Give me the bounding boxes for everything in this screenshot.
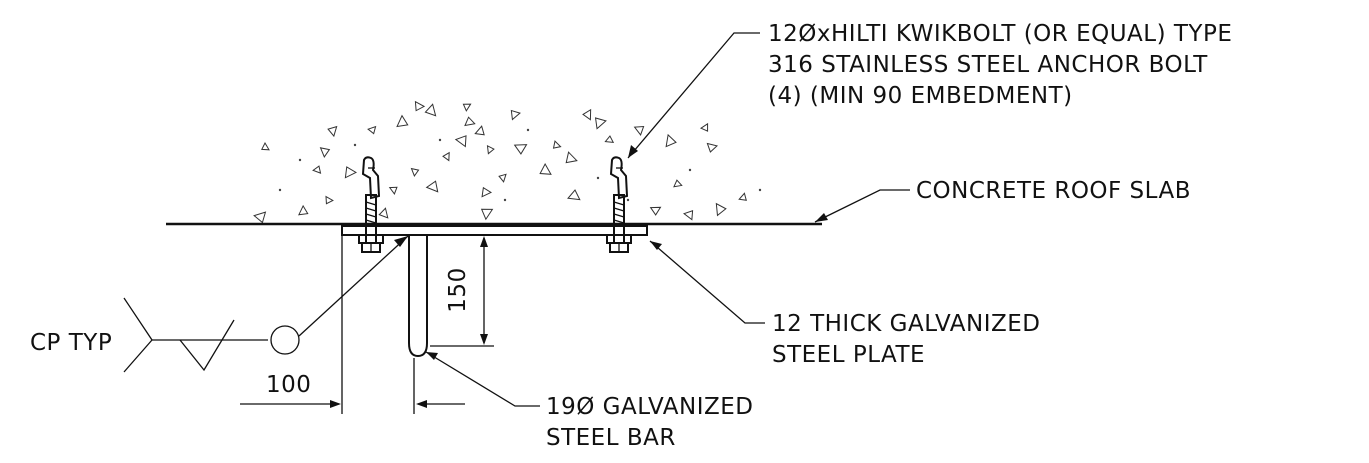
aggregate-mark	[454, 135, 467, 148]
aggregate-mark	[604, 135, 615, 143]
aggregate-mark	[480, 208, 494, 221]
aggregate-mark	[325, 195, 334, 205]
anchor-bolt-note-line-2: 316 STAINLESS STEEL ANCHOR BOLT	[768, 52, 1208, 78]
aggregate-mark	[464, 116, 476, 127]
aggregate-mark	[715, 202, 727, 217]
anchor-bolt-note-line-1: 12ØxHILTI KWIKBOLT (OR EQUAL) TYPE	[768, 21, 1232, 47]
aggregate-mark	[699, 122, 709, 132]
aggregate-mark	[367, 125, 377, 135]
aggregate-mark	[481, 186, 493, 198]
steel-bar	[408, 235, 428, 358]
anchor-bolt-leader	[627, 32, 760, 159]
aggregate-mark	[582, 108, 592, 121]
aggregate-mark	[319, 147, 331, 158]
aggregate-mark	[565, 151, 578, 164]
aggregate-mark	[474, 125, 485, 136]
aggregate-speck	[526, 128, 530, 132]
aggregate-mark	[424, 103, 437, 117]
cp-typ-label: CP TYP	[30, 330, 112, 356]
aggregate-mark	[442, 151, 450, 162]
edge-offset-label: 100	[266, 372, 311, 398]
aggregate-speck	[278, 188, 282, 192]
aggregate-mark	[510, 109, 521, 121]
aggregate-speck	[626, 198, 630, 202]
anchor-bolt-right	[606, 156, 632, 253]
aggregate-mark	[649, 206, 662, 216]
aggregate-mark	[594, 117, 607, 130]
aggregate-mark	[498, 173, 507, 183]
aggregate-mark	[425, 180, 439, 193]
dimension-bar-length	[430, 234, 494, 347]
concrete-aggregate-hatch	[253, 100, 762, 224]
anchor-bolt-left	[358, 156, 384, 253]
aggregate-mark	[344, 166, 358, 179]
aggregate-speck	[503, 198, 507, 202]
roof-slab-leader	[814, 189, 910, 223]
roof-slab-label: CONCRETE ROOF SLAB	[916, 178, 1191, 204]
steel-plate-leader	[649, 240, 765, 324]
anchor-bolt-note-line-3: (4) (MIN 90 EMBEDMENT)	[768, 83, 1073, 109]
aggregate-mark	[738, 192, 747, 201]
aggregate-speck	[438, 138, 442, 142]
aggregate-mark	[261, 141, 270, 151]
steel-bar-leader	[425, 351, 540, 407]
steel-plate-note-line-2: STEEL PLATE	[772, 342, 925, 368]
aggregate-mark	[683, 210, 694, 221]
aggregate-mark	[706, 142, 719, 153]
aggregate-mark	[298, 204, 309, 216]
aggregate-mark	[327, 125, 338, 138]
steel-plate	[341, 225, 648, 236]
aggregate-speck	[758, 188, 762, 192]
aggregate-speck	[298, 158, 302, 162]
bar-length-label: 150	[445, 267, 471, 312]
aggregate-speck	[688, 168, 692, 172]
aggregate-mark	[462, 103, 472, 112]
aggregate-mark	[539, 162, 552, 175]
aggregate-mark	[552, 140, 562, 149]
aggregate-mark	[410, 167, 420, 177]
aggregate-speck	[353, 143, 357, 147]
aggregate-mark	[633, 125, 645, 136]
aggregate-mark	[673, 179, 683, 188]
aggregate-mark	[665, 133, 677, 148]
aggregate-speck	[596, 176, 600, 180]
steel-bar-note-line-2: STEEL BAR	[546, 425, 676, 451]
aggregate-mark	[253, 211, 267, 224]
dimension-edge-offset	[240, 236, 465, 414]
aggregate-mark	[513, 144, 528, 155]
aggregate-mark	[486, 144, 495, 155]
aggregate-mark	[388, 186, 398, 196]
aggregate-mark	[396, 114, 409, 128]
aggregate-mark	[312, 165, 322, 174]
aggregate-mark	[567, 189, 581, 201]
aggregate-mark	[414, 100, 426, 112]
steel-plate-note-line-1: 12 THICK GALVANIZED	[772, 311, 1041, 337]
cp-typ-weld-symbol	[123, 235, 409, 373]
steel-bar-note-line-1: 19Ø GALVANIZED	[546, 394, 754, 420]
aggregate-mark	[378, 207, 389, 219]
